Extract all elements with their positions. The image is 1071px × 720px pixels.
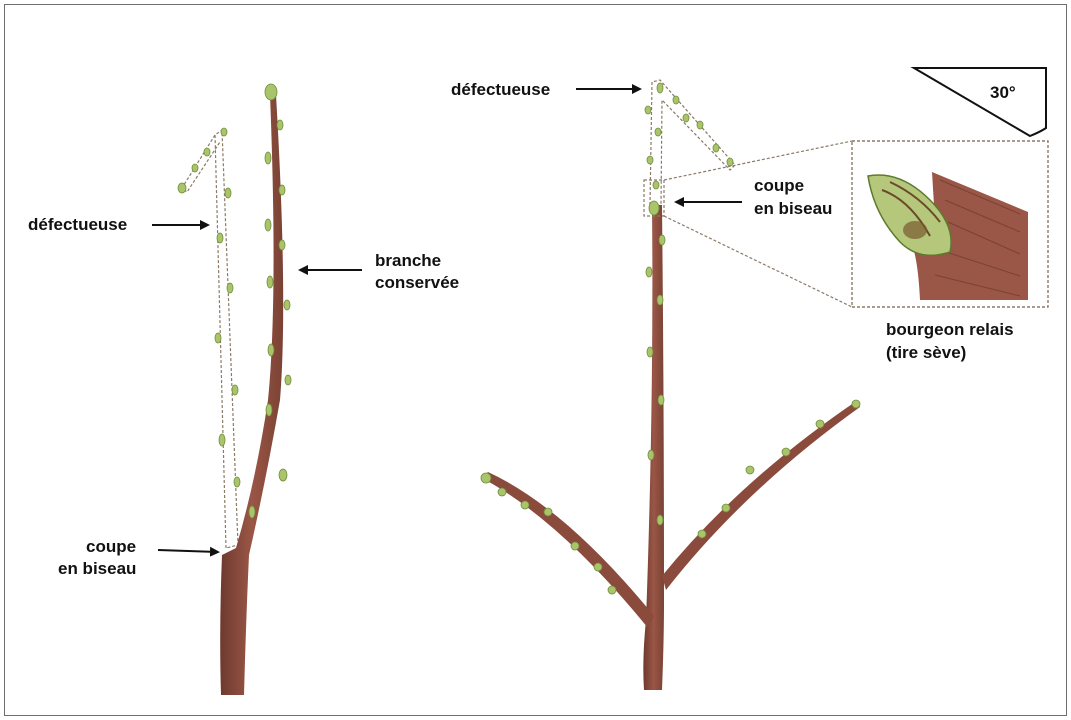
- left-trunk: [220, 95, 283, 695]
- right-defective-label: défectueuse: [451, 80, 550, 99]
- right-removed-buds: [645, 83, 733, 189]
- left-cut-arrow: [158, 550, 218, 552]
- left-tree: [178, 84, 291, 695]
- left-removed-buds: [178, 128, 240, 487]
- left-defective-label: défectueuse: [28, 215, 127, 234]
- right-cut-label-line2: en biseau: [754, 199, 832, 218]
- left-cut-label-line2: en biseau: [58, 559, 136, 578]
- right-removed-top-outline: [650, 80, 735, 205]
- inset-connector-top: [664, 141, 852, 180]
- angle-indicator: 30°: [914, 68, 1046, 136]
- right-right-branch: [662, 400, 860, 590]
- angle-label: 30°: [990, 83, 1016, 102]
- inset-bud-shadow: [903, 221, 927, 239]
- right-left-branch: [482, 472, 654, 628]
- left-kept-label-line1: branche: [375, 251, 441, 270]
- relay-bud-label-line1: bourgeon relais: [886, 320, 1014, 339]
- right-cut-label-line1: coupe: [754, 176, 804, 195]
- left-removed-tip-outline: [182, 135, 220, 192]
- left-cut-label-line1: coupe: [86, 537, 136, 556]
- relay-bud-label-line2: (tire sève): [886, 343, 966, 362]
- relay-bud-inset: [852, 141, 1048, 307]
- right-tree: [481, 80, 860, 690]
- right-buds: [481, 201, 860, 594]
- left-kept-label-line2: conservée: [375, 273, 459, 292]
- inset-connector-bottom: [664, 216, 852, 307]
